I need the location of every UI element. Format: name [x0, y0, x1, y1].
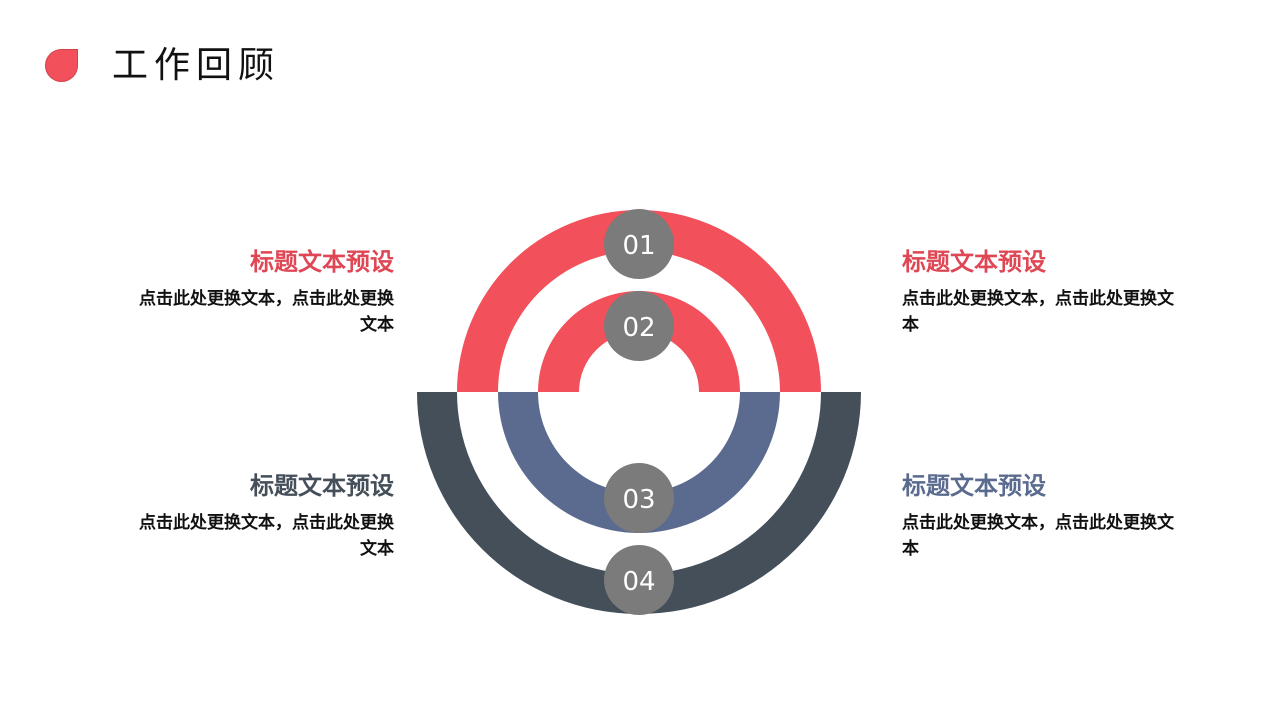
- badge-04: 04: [604, 545, 674, 615]
- block-description: 点击此处更换文本，点击此处更换文 本: [902, 289, 1174, 335]
- badge-02-label: 02: [622, 313, 655, 343]
- text-block-bottom-left[interactable]: 标题文本预设 点击此处更换文本，点击此处更换 文本: [100, 470, 394, 562]
- ring-03-arc: [498, 392, 780, 533]
- block-title: 标题文本预设: [902, 248, 1046, 276]
- badge-04-label: 04: [622, 567, 655, 597]
- text-block-top-left[interactable]: 标题文本预设 点击此处更换文本，点击此处更换 文本: [100, 246, 394, 338]
- text-block-top-right[interactable]: 标题文本预设 点击此处更换文本，点击此处更换文 本: [902, 246, 1222, 338]
- block-description: 点击此处更换文本，点击此处更换 文本: [139, 289, 394, 335]
- droplet-icon: [45, 49, 78, 82]
- block-title: 标题文本预设: [250, 248, 394, 276]
- badge-02: 02: [604, 291, 674, 361]
- text-block-bottom-right[interactable]: 标题文本预设 点击此处更换文本，点击此处更换文 本: [902, 470, 1222, 562]
- badge-03: 03: [604, 463, 674, 533]
- ring-02-arc: [538, 291, 740, 392]
- ring-04-arc: [417, 392, 861, 614]
- block-title: 标题文本预设: [250, 472, 394, 500]
- block-title: 标题文本预设: [902, 472, 1046, 500]
- block-description: 点击此处更换文本，点击此处更换 文本: [139, 513, 394, 559]
- page-title: 工作回顾: [112, 45, 281, 86]
- block-description: 点击此处更换文本，点击此处更换文 本: [902, 513, 1174, 559]
- badge-03-label: 03: [622, 485, 655, 515]
- badge-01-label: 01: [622, 231, 655, 261]
- badge-01: 01: [604, 209, 674, 279]
- ring-01-arc: [457, 210, 821, 392]
